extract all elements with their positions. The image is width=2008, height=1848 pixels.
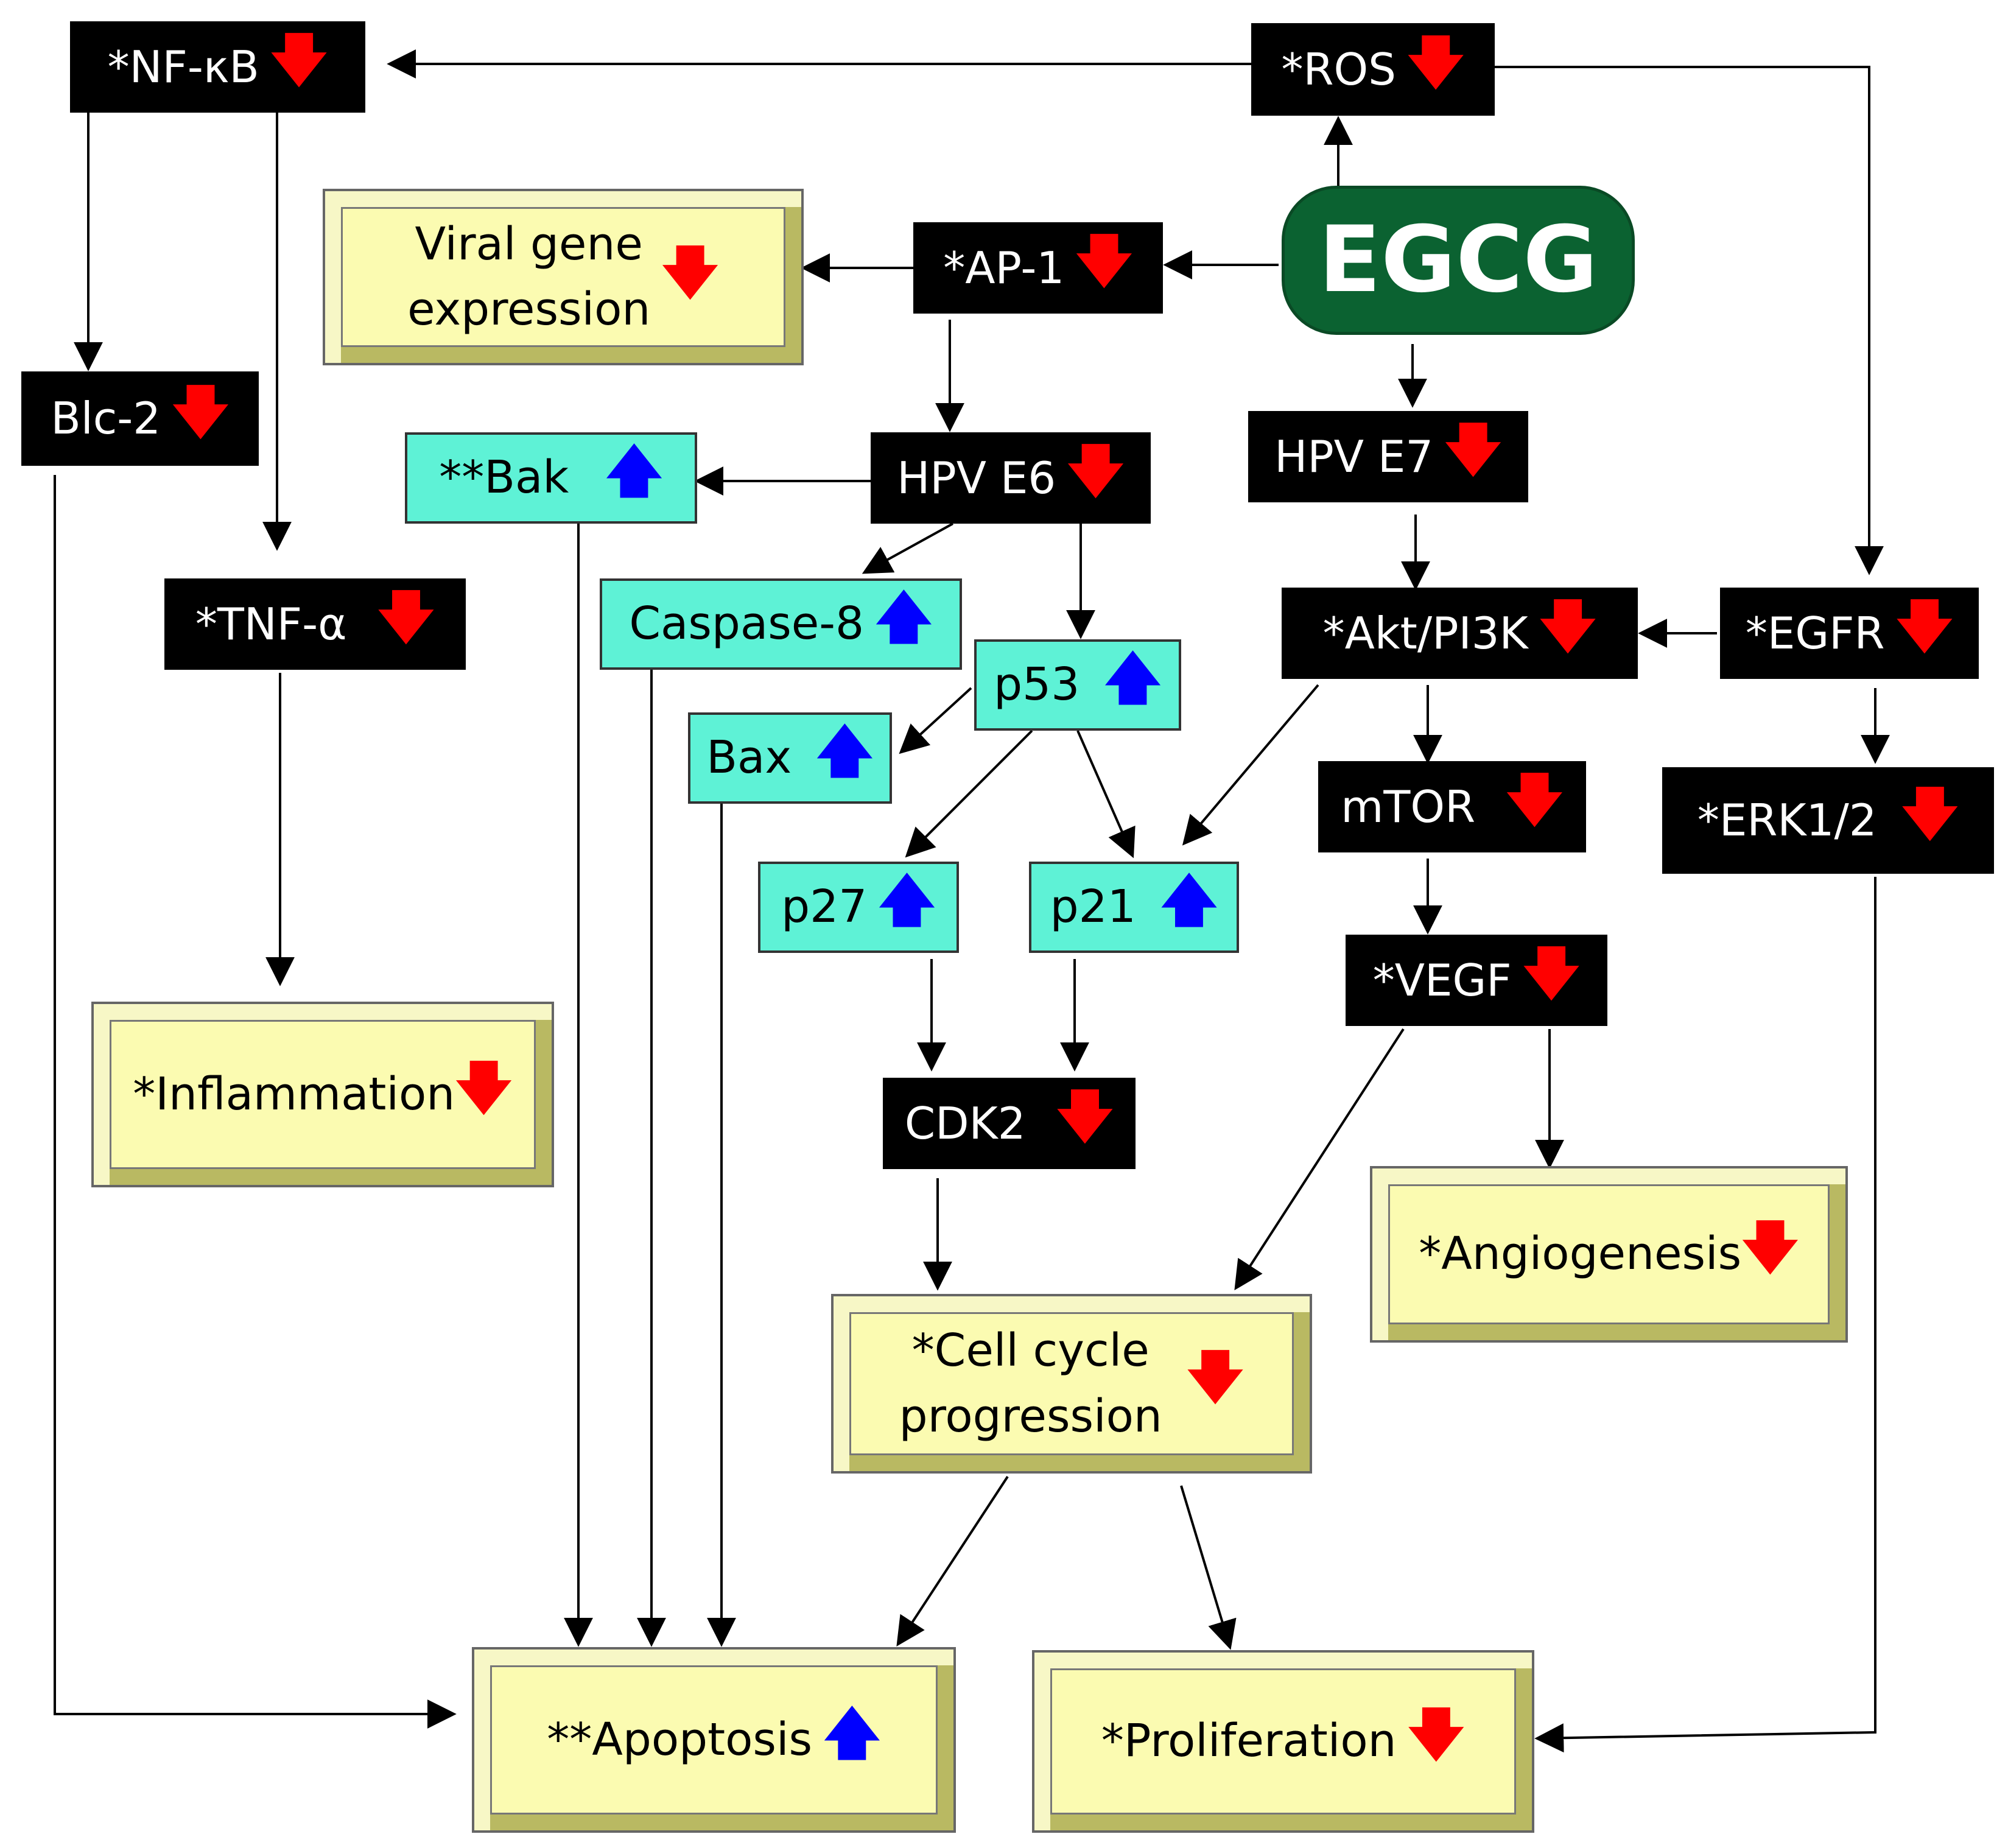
- hpv-e6-node: HPV E6🡇: [871, 432, 1151, 524]
- p53-label: p53: [994, 658, 1080, 711]
- down-arrow-icon: 🡇: [661, 240, 719, 305]
- hpv-e7-label: HPV E7: [1274, 430, 1434, 482]
- edge-blc2-apop: [54, 475, 457, 1729]
- bax-label: Bax: [706, 731, 792, 784]
- erk-label: *ERK1/2: [1697, 795, 1877, 846]
- caspase8-node: Caspase-8🡅: [600, 578, 962, 670]
- vegf-node: *VEGF🡇: [1346, 935, 1607, 1026]
- akt-pi3k-node: *Akt/PI3K🡇: [1282, 588, 1638, 679]
- edge-ros-egfr: [1492, 66, 1884, 575]
- bak-node: **Bak 🡅: [405, 432, 697, 524]
- apoptosis-node: **Apoptosis🡅: [472, 1647, 956, 1833]
- up-arrow-icon: 🡅: [1104, 645, 1162, 711]
- down-arrow-icon: 🡇: [1407, 1702, 1466, 1767]
- edge-p53-bax: [899, 687, 972, 754]
- mtor-label: mTOR: [1341, 781, 1476, 832]
- tnfa-label: *TNF-α: [195, 598, 347, 650]
- bak-label: **Bak: [439, 451, 569, 504]
- hpv-e7-node: HPV E7🡇: [1248, 411, 1528, 502]
- proliferation-node: *Proliferation🡇: [1032, 1650, 1534, 1833]
- p21-node: p21 🡅: [1029, 862, 1239, 953]
- down-arrow-icon: 🡇: [270, 27, 328, 93]
- edge-erk-prolif: [1534, 877, 1876, 1753]
- down-arrow-icon: 🡇: [1506, 767, 1564, 832]
- up-arrow-icon: 🡅: [823, 1700, 881, 1766]
- edge-hpve6-casp8: [862, 522, 953, 574]
- edge-p53-p21: [1076, 730, 1136, 859]
- down-arrow-icon: 🡇: [1056, 1084, 1114, 1149]
- angiogenesis-label: *Angiogenesis: [1419, 1228, 1742, 1281]
- edge-akt-p21: [1182, 684, 1319, 846]
- caspase8-label: Caspase-8: [629, 597, 865, 650]
- p27-node: p27🡅: [758, 862, 959, 953]
- proliferation-label: *Proliferation: [1101, 1715, 1397, 1768]
- p21-label: p21: [1050, 880, 1136, 933]
- down-arrow-icon: 🡇: [1539, 594, 1597, 659]
- apoptosis-label: **Apoptosis: [547, 1713, 813, 1766]
- viral-label: Viral gene expression: [407, 217, 651, 336]
- ros-label: *ROS: [1281, 43, 1396, 95]
- inflammation-label: *Inflammation: [133, 1067, 455, 1120]
- bax-node: Bax 🡅: [688, 712, 892, 804]
- vegf-label: *VEGF: [1372, 954, 1512, 1006]
- down-arrow-icon: 🡇: [1901, 781, 1959, 846]
- egcg-node: EGCG: [1282, 186, 1635, 335]
- angiogenesis-node: *Angiogenesis🡇: [1370, 1166, 1848, 1343]
- nfkb-node: *NF-κB🡇: [70, 21, 365, 113]
- akt-label: *Akt/PI3K: [1322, 607, 1528, 659]
- down-arrow-icon: 🡇: [1186, 1344, 1244, 1410]
- cdk2-node: CDK2 🡇: [883, 1078, 1136, 1169]
- up-arrow-icon: 🡅: [875, 585, 933, 650]
- egfr-node: *EGFR🡇: [1720, 588, 1979, 679]
- down-arrow-icon: 🡇: [172, 379, 230, 444]
- down-arrow-icon: 🡇: [1406, 30, 1465, 95]
- blc2-label: Blc-2: [51, 393, 161, 444]
- down-arrow-icon: 🡇: [1895, 594, 1954, 659]
- up-arrow-icon: 🡅: [816, 718, 874, 784]
- down-arrow-icon: 🡇: [455, 1055, 513, 1120]
- tnfa-node: *TNF-α 🡇: [164, 578, 466, 670]
- down-arrow-icon: 🡇: [1444, 417, 1502, 482]
- edge-cellcycle-prolif: [1180, 1485, 1237, 1650]
- down-arrow-icon: 🡇: [1075, 228, 1133, 293]
- egcg-label: EGCG: [1318, 206, 1598, 313]
- p53-node: p53 🡅: [974, 639, 1181, 731]
- cdk2-label: CDK2: [904, 1097, 1026, 1149]
- edge-p53-p27: [905, 729, 1033, 858]
- blc2-node: Blc-2🡇: [21, 371, 259, 466]
- ap1-label: *AP-1: [943, 242, 1065, 293]
- down-arrow-icon: 🡇: [1741, 1215, 1799, 1280]
- down-arrow-icon: 🡇: [1522, 941, 1581, 1006]
- up-arrow-icon: 🡅: [878, 868, 936, 933]
- viral-gene-expression-node: Viral gene expression🡇: [323, 189, 804, 365]
- nfkb-label: *NF-κB: [107, 41, 259, 93]
- cell-cycle-label: *Cell cycle progression: [899, 1324, 1162, 1442]
- mtor-node: mTOR 🡇: [1318, 761, 1586, 852]
- hpv-e6-label: HPV E6: [897, 452, 1056, 504]
- edge-cellcycle-apop: [896, 1475, 1009, 1647]
- up-arrow-icon: 🡅: [1160, 868, 1218, 933]
- egfr-label: *EGFR: [1745, 607, 1885, 659]
- erk12-node: *ERK1/2 🡇: [1662, 767, 1994, 874]
- up-arrow-icon: 🡅: [605, 438, 663, 504]
- p27-label: p27: [781, 880, 868, 933]
- ap1-node: *AP-1🡇: [913, 222, 1163, 314]
- down-arrow-icon: 🡇: [377, 585, 435, 650]
- inflammation-node: *Inflammation🡇: [91, 1002, 554, 1187]
- down-arrow-icon: 🡇: [1067, 438, 1125, 504]
- edge-vegf-cellcycle: [1234, 1028, 1405, 1291]
- cell-cycle-progression-node: *Cell cycle progression 🡇: [831, 1294, 1312, 1474]
- ros-node: *ROS🡇: [1251, 23, 1495, 116]
